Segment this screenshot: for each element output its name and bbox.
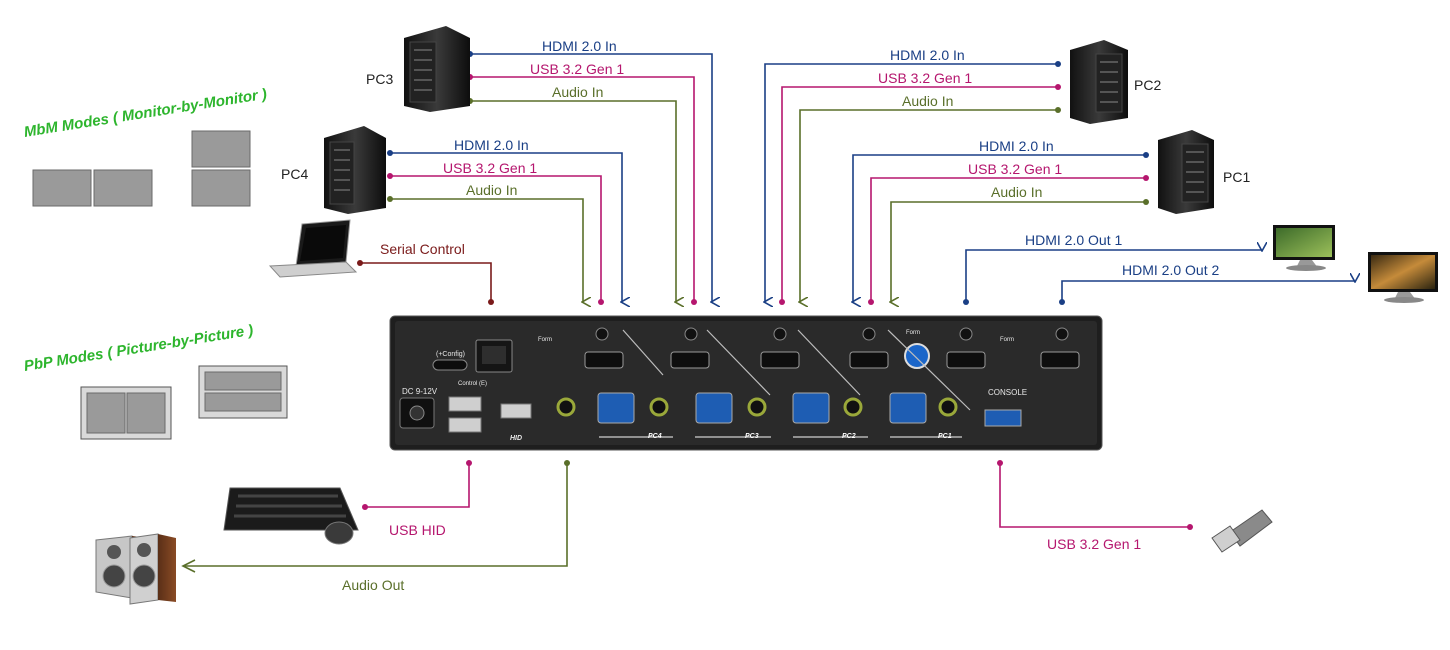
hdmi-out2-label: HDMI 2.0 Out 2	[1122, 262, 1220, 278]
form-label-1: Form	[538, 337, 552, 343]
pc3-label: PC3	[366, 71, 394, 87]
port-label-pc3: PC3	[745, 433, 759, 440]
port-label-pc2: PC2	[842, 433, 856, 440]
config-label: (+Config)	[436, 351, 465, 358]
pc4-tower-icon	[324, 126, 386, 214]
pc2-cables	[765, 61, 1061, 305]
pc1-label: PC1	[1223, 169, 1251, 185]
console-label: CONSOLE	[988, 388, 1027, 397]
audio-out-label: Audio Out	[342, 577, 405, 593]
dc-label: DC 9-12V	[402, 387, 438, 396]
pc2-usb-label: USB 3.2 Gen 1	[878, 70, 973, 86]
kvm-switch-rear-panel	[389, 315, 1103, 451]
usb-flash-drive-icon	[1211, 509, 1273, 553]
pc3-hdmi-label: HDMI 2.0 In	[542, 38, 617, 54]
keyboard-mouse-icon	[223, 487, 359, 545]
pc4-audio-label: Audio In	[466, 182, 518, 198]
hid-label: HID	[510, 435, 522, 442]
pc3-usb-label: USB 3.2 Gen 1	[530, 61, 625, 77]
laptop-icon	[268, 219, 358, 278]
monitor-1-icon	[1273, 225, 1335, 271]
pc2-hdmi-label: HDMI 2.0 In	[890, 47, 965, 63]
port-label-pc4: PC4	[648, 433, 662, 440]
pc3-audio-label: Audio In	[552, 84, 604, 100]
mbm-monitors-illustration	[32, 130, 251, 207]
port-label-pc1: PC1	[938, 433, 952, 440]
form-label-2: Form	[906, 330, 920, 336]
pc4-hdmi-label: HDMI 2.0 In	[454, 137, 529, 153]
hdmi-out1-label: HDMI 2.0 Out 1	[1025, 232, 1123, 248]
bottom-cables	[181, 460, 1193, 573]
pc2-label: PC2	[1134, 77, 1162, 93]
pbp-monitors-illustration	[80, 365, 288, 440]
form-label-3: Form	[1000, 337, 1014, 343]
serial-control-label: Serial Control	[380, 241, 465, 257]
pc1-hdmi-label: HDMI 2.0 In	[979, 138, 1054, 154]
pc2-audio-label: Audio In	[902, 93, 954, 109]
pc1-usb-label: USB 3.2 Gen 1	[968, 161, 1063, 177]
pc1-audio-label: Audio In	[991, 184, 1043, 200]
serial-cable	[357, 260, 494, 305]
usb-drive-label: USB 3.2 Gen 1	[1047, 536, 1142, 552]
pc4-cables	[387, 150, 622, 305]
speakers-icon	[95, 533, 176, 605]
pc2-tower-icon	[1070, 40, 1128, 124]
hdmi-out-cables	[963, 250, 1355, 305]
pc1-cables	[853, 152, 1149, 305]
usb-hid-label: USB HID	[389, 522, 446, 538]
control-label: Control (E)	[458, 381, 487, 387]
pc1-tower-icon	[1158, 130, 1214, 214]
pc4-usb-label: USB 3.2 Gen 1	[443, 160, 538, 176]
pc4-label: PC4	[281, 166, 309, 182]
pc3-tower-icon	[404, 26, 470, 112]
monitor-2-icon	[1368, 252, 1438, 303]
